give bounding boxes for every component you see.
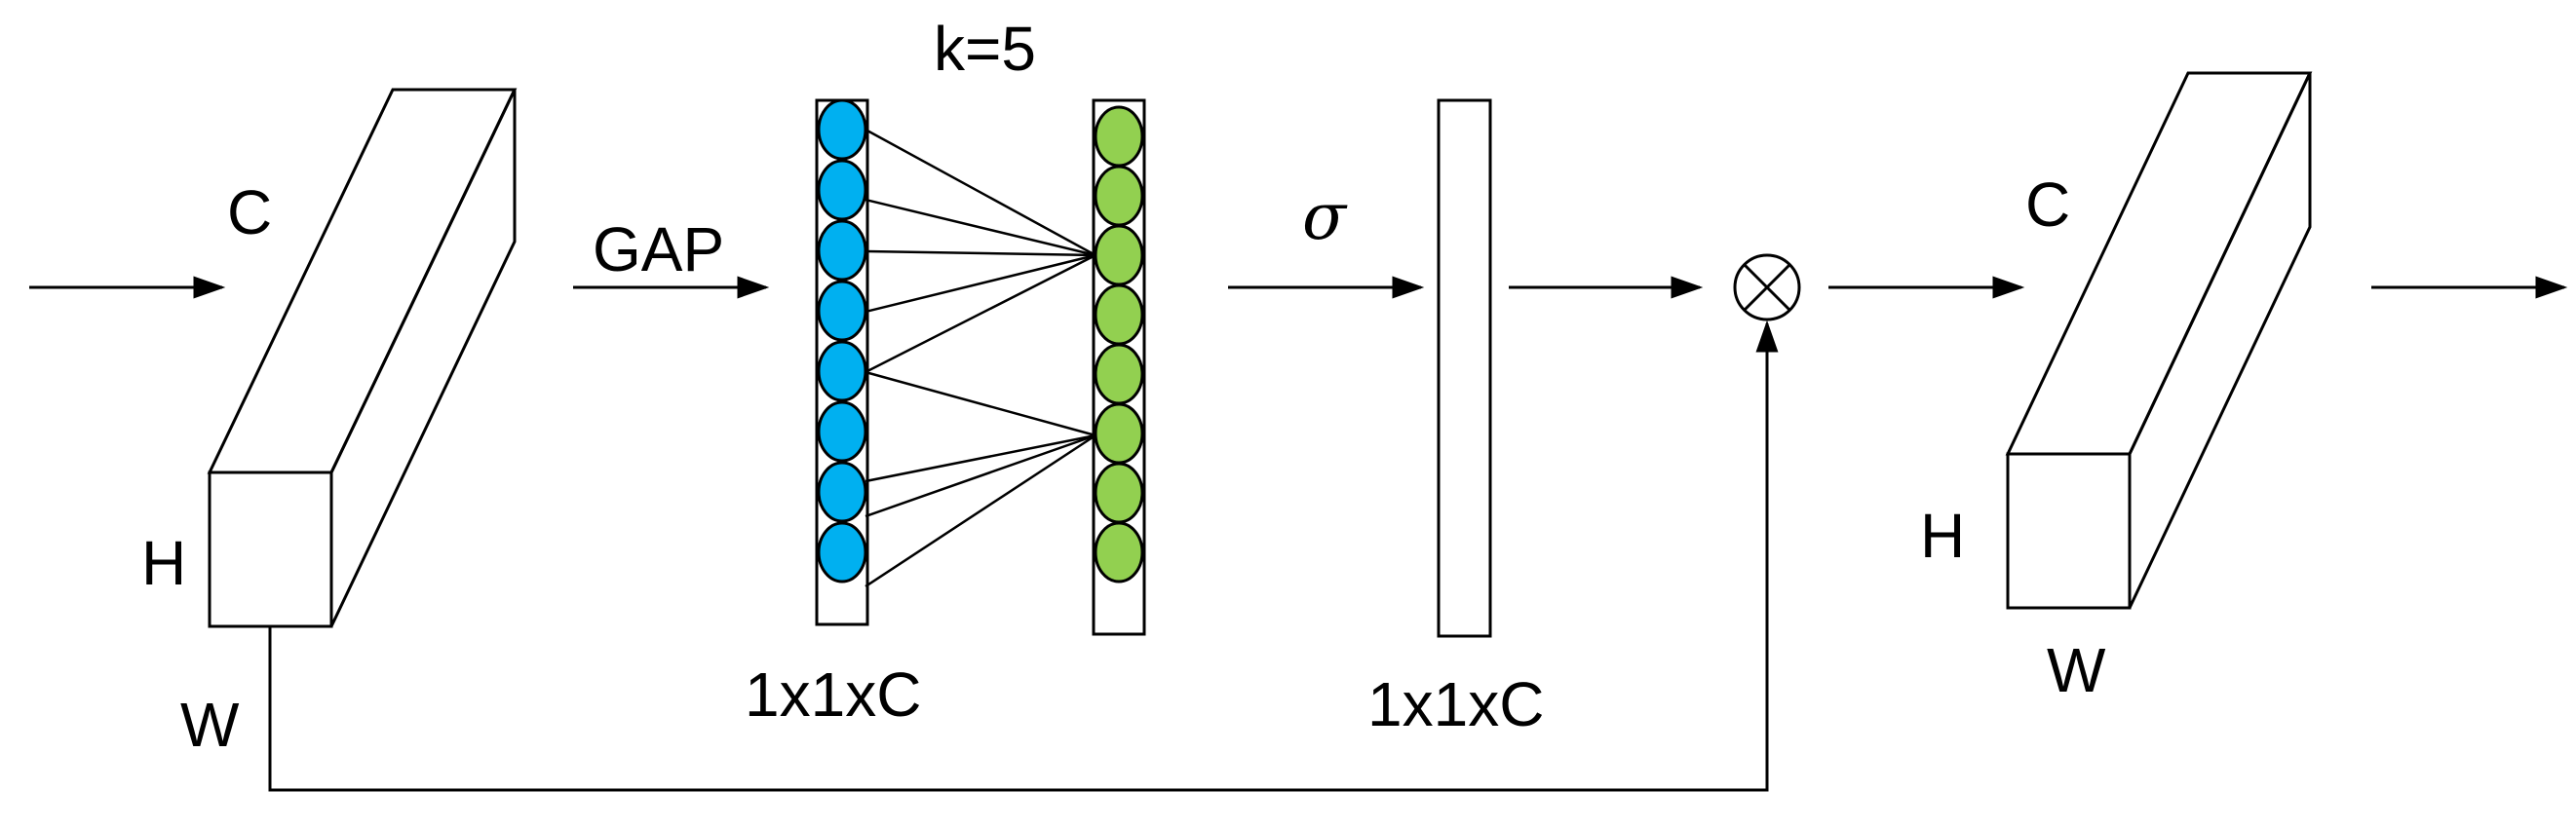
output-c-label: C	[2025, 169, 2070, 240]
conv-vector-frame	[1092, 98, 1146, 636]
conv-weight-line	[865, 433, 1096, 518]
conv-node	[1094, 283, 1144, 346]
pooled-node	[817, 159, 867, 221]
conv-weight-line	[865, 253, 1096, 314]
input-tensor-top-face	[207, 88, 518, 474]
output-h-label: H	[1920, 501, 1965, 571]
input-tensor-side-face	[329, 89, 517, 627]
output-w-label: W	[2047, 635, 2106, 705]
output-tensor-top-face	[2005, 71, 2313, 456]
circled-times-icon	[1733, 253, 1801, 321]
pooled-vector	[815, 98, 869, 626]
output-tensor-front-face	[2006, 452, 2132, 610]
conv-weight-line	[865, 249, 1096, 257]
conv-weight-line	[865, 433, 1096, 483]
input-h-label: H	[141, 528, 186, 598]
channel-weights-bar	[1437, 98, 1492, 638]
conv-weight-line	[865, 370, 1096, 437]
conv-nodes	[1094, 105, 1144, 583]
input-tensor	[207, 88, 518, 628]
pooled-node	[817, 280, 867, 342]
input-c-label: C	[227, 177, 272, 247]
pooled-node	[817, 219, 867, 282]
conv-weight-line	[865, 253, 1096, 374]
conv-node	[1094, 462, 1144, 524]
pooled-node	[817, 521, 867, 583]
output-tensor	[2005, 71, 2313, 610]
conv-node	[1094, 165, 1144, 227]
sigma-label: σ	[1302, 179, 1348, 254]
kernel-size-label: k=5	[934, 14, 1036, 84]
conv-node	[1094, 402, 1144, 465]
pooled-vector-size-label: 1x1xC	[745, 659, 921, 730]
pooled-node	[817, 400, 867, 463]
conv-weight-line	[865, 128, 1096, 257]
input-w-label: W	[180, 690, 240, 760]
output-tensor-side-face	[2128, 72, 2312, 609]
conv-node	[1094, 521, 1144, 583]
pooled-node	[817, 98, 867, 161]
pooled-nodes	[817, 98, 867, 583]
conv-weight-line	[865, 198, 1096, 257]
pooled-node	[817, 340, 867, 402]
conv-weight-line	[865, 433, 1096, 588]
conv-node	[1094, 105, 1144, 168]
weights-size-label: 1x1xC	[1367, 669, 1544, 739]
skip-connection-arrow	[268, 320, 1779, 792]
input-tensor-front-face	[208, 470, 333, 628]
conv1d-connections	[865, 128, 1096, 588]
conv-node	[1094, 343, 1144, 405]
conv-vector	[1092, 98, 1146, 636]
conv-node	[1094, 224, 1144, 286]
gap-label: GAP	[593, 214, 724, 284]
pooled-node	[817, 461, 867, 523]
